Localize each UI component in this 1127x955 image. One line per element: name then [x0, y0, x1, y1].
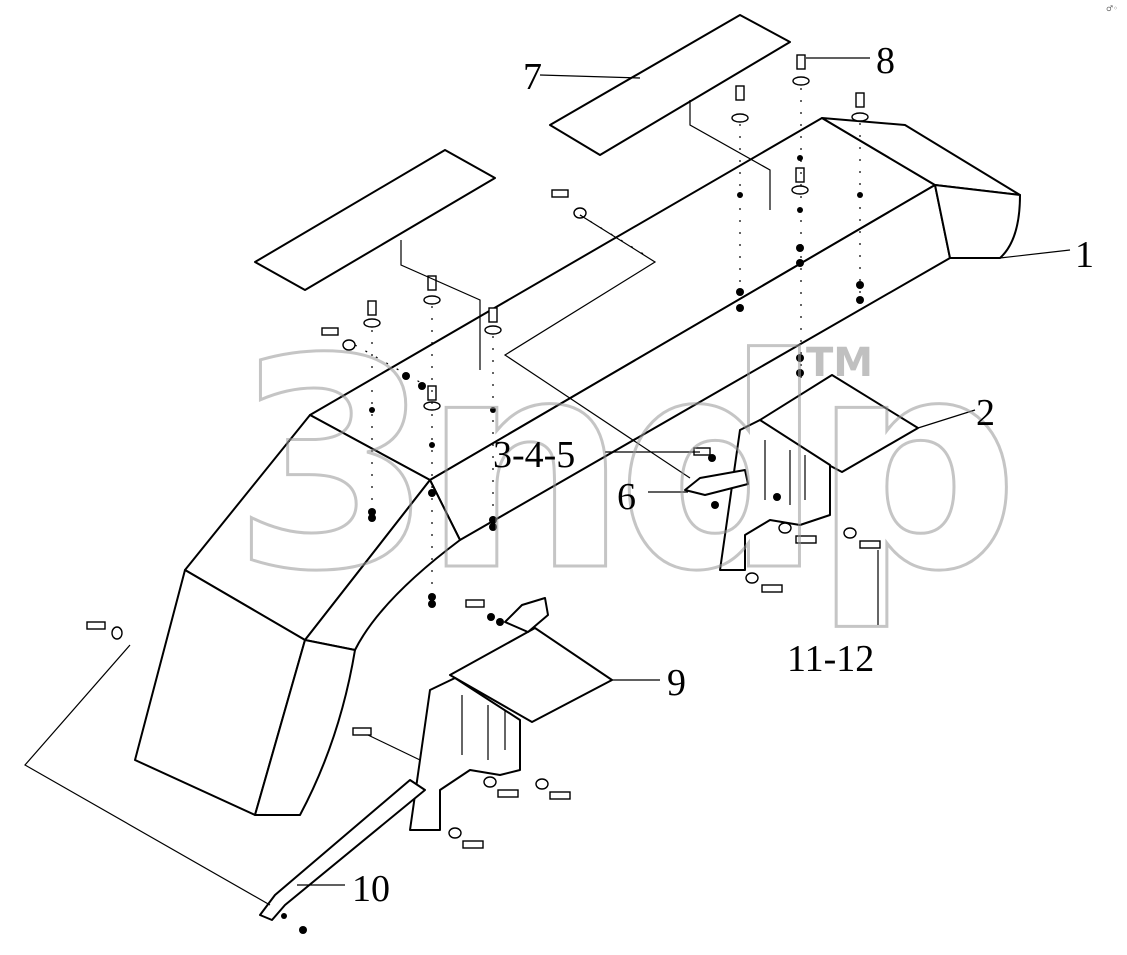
corner-mark: ♂◦	[1106, 4, 1118, 13]
pad-parts	[254, 14, 791, 291]
callout-2: 2	[976, 392, 995, 434]
callout-6: 6	[617, 476, 636, 518]
bracket-left-part	[409, 627, 613, 831]
small-bracket-part	[684, 469, 749, 496]
callout-1: 1	[1075, 234, 1094, 276]
callout-3-4-5: 3-4-5	[493, 434, 576, 476]
callout-11-12: 11-12	[787, 638, 875, 680]
bracket-right-part	[719, 374, 919, 571]
callout-7: 7	[523, 56, 542, 98]
callout-10: 10	[352, 868, 390, 910]
callout-9: 9	[667, 662, 686, 704]
fasteners	[86, 54, 881, 934]
fender-duct-part	[134, 117, 1021, 816]
watermark-trademark: TM	[806, 340, 874, 386]
leader-lines	[24, 57, 1071, 906]
callout-8: 8	[876, 40, 895, 82]
